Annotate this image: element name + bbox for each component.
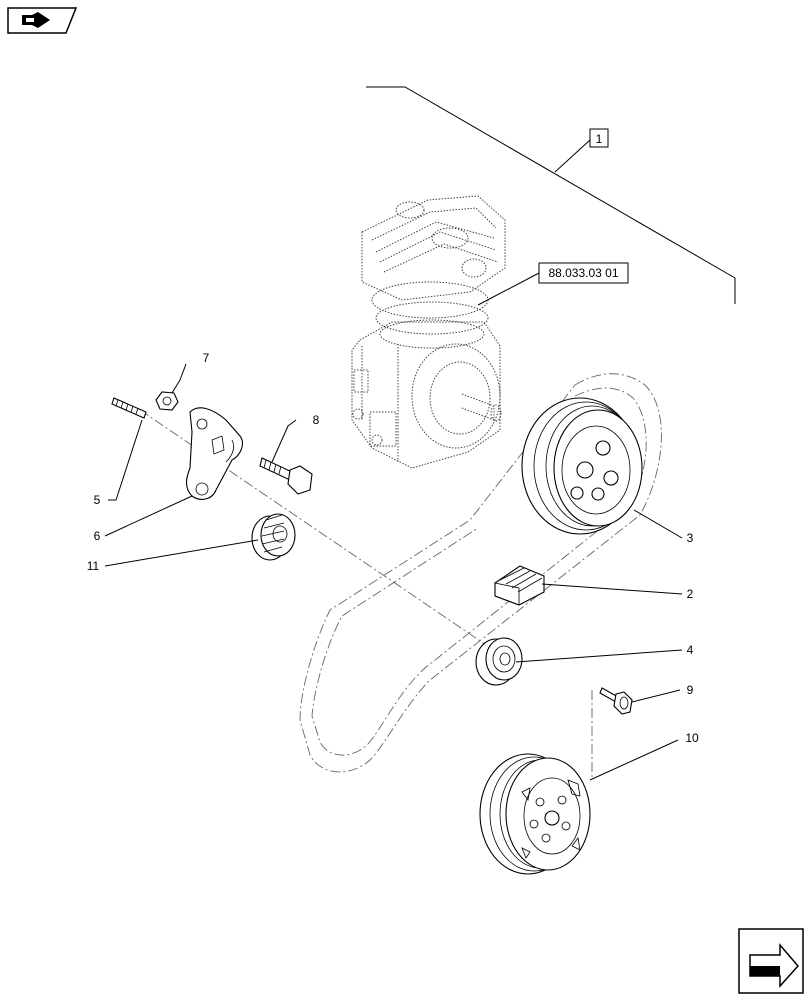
callout-5[interactable]: 5 [94, 493, 101, 507]
part-5-stud[interactable] [111, 397, 147, 419]
part-9-screw[interactable] [599, 687, 633, 715]
callout-2[interactable]: 2 [687, 587, 694, 601]
callout-8[interactable]: 8 [313, 413, 320, 427]
air-compressor [351, 195, 506, 469]
group-leader [366, 86, 736, 304]
leader-lines [104, 363, 683, 781]
part-8-bolt[interactable] [259, 457, 313, 495]
back-navigation-icon[interactable] [7, 7, 78, 34]
part-2-belt-section[interactable] [494, 565, 545, 606]
callout-7[interactable]: 7 [203, 351, 210, 365]
callout-10[interactable]: 10 [685, 731, 699, 745]
part-4-idler-roller[interactable] [475, 637, 523, 686]
callout-6[interactable]: 6 [94, 529, 101, 543]
callout-9[interactable]: 9 [687, 683, 694, 697]
part-11-tensioner-roller[interactable] [251, 513, 296, 561]
reference-label: 88.033.03 01 [548, 266, 618, 280]
group-label: 1 [596, 132, 603, 146]
group-label-box[interactable]: 1 [589, 128, 609, 148]
callout-3[interactable]: 3 [687, 531, 694, 545]
reference-box[interactable]: 88.033.03 01 [538, 262, 629, 284]
part-10-crankshaft-pulley[interactable] [479, 753, 591, 875]
part-3-compressor-pulley[interactable] [521, 397, 643, 535]
next-page-arrow-icon[interactable] [738, 928, 804, 994]
drive-belt-path [299, 373, 662, 773]
part-6-tensioner-bracket[interactable] [185, 407, 243, 500]
reference-leader [477, 272, 540, 306]
callout-11[interactable]: 11 [87, 559, 100, 573]
callout-4[interactable]: 4 [687, 643, 694, 657]
part-7-nut[interactable] [155, 391, 179, 411]
